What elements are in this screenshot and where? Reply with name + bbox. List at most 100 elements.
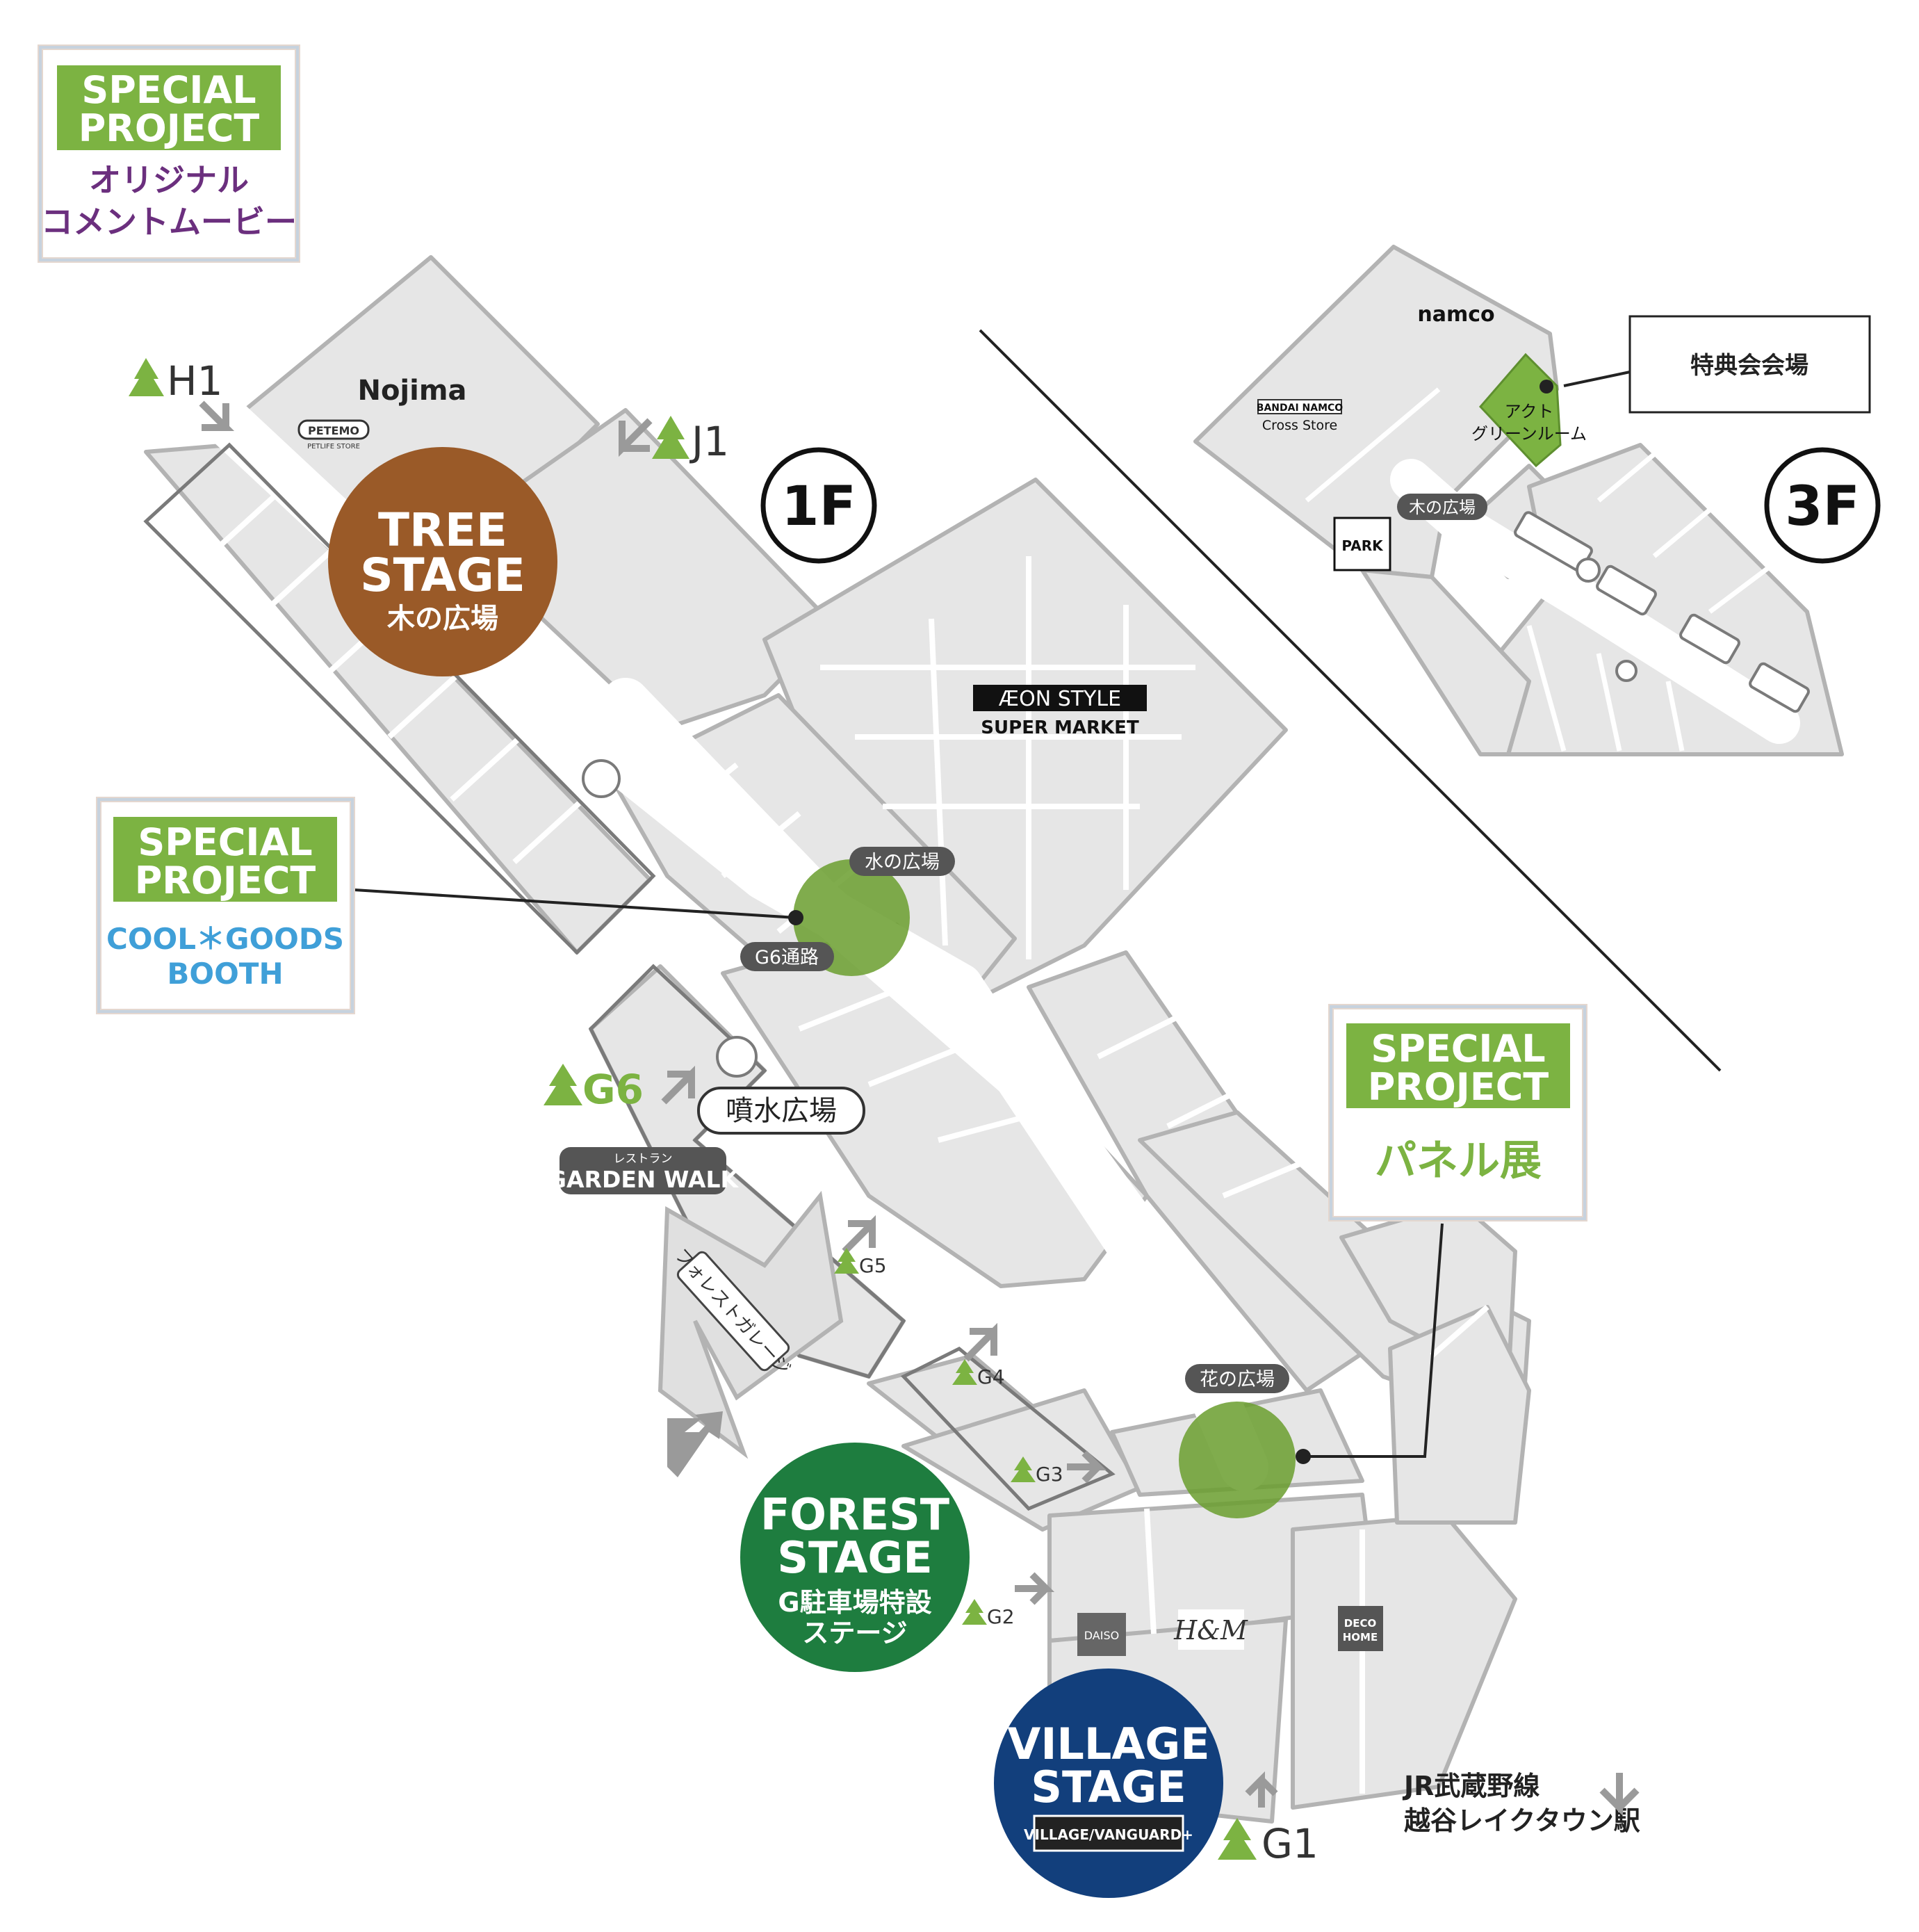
svg-text:STAGE: STAGE: [1031, 1762, 1186, 1812]
special-project-movie: SPECIAL PROJECT オリジナル コメントムービー: [38, 44, 300, 263]
svg-text:ステージ: ステージ: [802, 1618, 907, 1648]
floor-3f-kiosks: [1514, 511, 1810, 713]
svg-text:PROJECT: PROJECT: [1368, 1065, 1549, 1109]
svg-text:PETLIFE STORE: PETLIFE STORE: [307, 443, 360, 450]
svg-text:BOOTH: BOOTH: [167, 957, 283, 991]
svg-text:STAGE: STAGE: [777, 1532, 932, 1583]
peteno-logo: PETEMO PETLIFE STORE: [297, 419, 370, 450]
entrance-j1: J1: [619, 416, 729, 465]
tree-icon: [1218, 1818, 1257, 1860]
svg-text:レストラン: レストラン: [614, 1152, 673, 1166]
hm-logo: H&M: [1173, 1609, 1248, 1650]
arrow-icon: [1067, 1450, 1107, 1484]
svg-text:水の広場: 水の広場: [865, 852, 940, 873]
svg-text:噴水広場: 噴水広場: [726, 1095, 837, 1127]
svg-text:花の広場: 花の広場: [1200, 1369, 1275, 1390]
station-label: JR武蔵野線 越谷レイクタウン駅: [1402, 1771, 1640, 1836]
callout-dot: [788, 910, 803, 925]
park-logo: PARK: [1333, 517, 1391, 571]
plaza-label-g6-passage: G6通路: [740, 942, 834, 971]
floor-badge-3f: 3F: [1764, 447, 1881, 564]
svg-text:Cross Store: Cross Store: [1262, 418, 1337, 433]
tree-icon: [952, 1359, 977, 1385]
svg-text:VILLAGE: VILLAGE: [1007, 1719, 1209, 1769]
plaza-label-water: 水の広場: [849, 847, 955, 876]
svg-text:STAGE: STAGE: [360, 549, 525, 602]
svg-text:木の広場: 木の広場: [1409, 498, 1476, 517]
daiso-logo: DAISO: [1077, 1613, 1126, 1656]
flower-plaza-circle: [1179, 1402, 1296, 1518]
arrow-icon: [842, 1215, 876, 1254]
arrow-icon: [619, 418, 653, 457]
svg-text:オリジナル: オリジナル: [89, 161, 249, 199]
deco-home-logo: DECO HOME: [1338, 1606, 1383, 1651]
svg-text:3F: 3F: [1785, 476, 1860, 538]
garage-arrow-icon: [667, 1411, 723, 1477]
floor-1f-map: [144, 255, 1531, 1824]
svg-text:BANDAI NAMCO: BANDAI NAMCO: [1257, 403, 1344, 414]
plaza-label-tree-3f: 木の広場: [1397, 494, 1487, 520]
tree-icon: [544, 1064, 582, 1105]
svg-text:ÆON STYLE: ÆON STYLE: [999, 687, 1121, 711]
arrow-icon: [199, 400, 235, 431]
act-label-2: グリーンルーム: [1471, 424, 1587, 444]
floor-divider: [979, 329, 1722, 1072]
svg-text:G駐車場特設: G駐車場特設: [778, 1587, 931, 1618]
entrance-g3: G3: [1011, 1450, 1107, 1486]
svg-text:SUPER MARKET: SUPER MARKET: [981, 717, 1139, 738]
entrance-g6: G6: [544, 1064, 695, 1113]
arrow-down-icon: [1599, 1773, 1640, 1817]
svg-text:G3: G3: [1036, 1463, 1063, 1486]
svg-text:COOL＊GOODS: COOL＊GOODS: [106, 922, 344, 956]
svg-text:G2: G2: [987, 1605, 1015, 1628]
callout-lines: [354, 371, 1631, 1458]
arrow-icon: [661, 1065, 695, 1105]
svg-text:G4: G4: [977, 1365, 1005, 1388]
svg-text:HOME: HOME: [1343, 1631, 1378, 1643]
tree-icon: [652, 416, 689, 459]
nojima-logo: Nojima: [357, 375, 466, 407]
callout-dot: [1540, 380, 1553, 393]
plaza-label-fountain: 噴水広場: [697, 1087, 865, 1135]
svg-text:SPECIAL: SPECIAL: [81, 68, 256, 112]
column-marker: [582, 759, 621, 798]
village-stage: VILLAGE STAGE VILLAGE/VANGUARD+: [994, 1669, 1223, 1898]
svg-text:G1: G1: [1261, 1820, 1318, 1867]
special-project-cool-goods: SPECIAL PROJECT COOL＊GOODS BOOTH: [96, 797, 355, 1014]
svg-text:DECO: DECO: [1344, 1617, 1376, 1630]
svg-text:特典会会場: 特典会会場: [1690, 352, 1808, 380]
svg-text:1F: 1F: [781, 476, 856, 538]
tree-icon: [834, 1248, 859, 1274]
svg-text:H1: H1: [167, 357, 223, 405]
svg-text:PARK: PARK: [1341, 537, 1384, 554]
arrow-icon: [1015, 1572, 1055, 1605]
arrow-icon: [963, 1322, 997, 1362]
plaza-label-flower: 花の広場: [1185, 1364, 1289, 1393]
svg-text:VILLAGE/VANGUARD+: VILLAGE/VANGUARD+: [1024, 1826, 1193, 1843]
svg-text:TREE: TREE: [378, 503, 507, 557]
entrance-g4: G4: [952, 1322, 1005, 1388]
svg-text:SPECIAL: SPECIAL: [1371, 1027, 1545, 1071]
floor-3f-shop-lines: [1305, 387, 1795, 752]
forest-garage: フォレストガレージ: [658, 1190, 844, 1477]
bandai-namco-logo: BANDAI NAMCO Cross Store: [1257, 399, 1344, 433]
svg-text:G6: G6: [582, 1066, 644, 1113]
special-project-panel: SPECIAL PROJECT パネル展: [1328, 1004, 1587, 1221]
forest-stage: FOREST STAGE G駐車場特設 ステージ: [740, 1443, 970, 1672]
namco-logo: namco: [1417, 302, 1494, 327]
act-label-1: アクト: [1505, 402, 1554, 421]
svg-text:パネル展: パネル展: [1375, 1137, 1542, 1185]
svg-text:SPECIAL: SPECIAL: [138, 820, 312, 864]
floor-badge-1f: 1F: [760, 447, 877, 564]
entrance-h1: H1: [129, 357, 235, 431]
svg-text:PROJECT: PROJECT: [135, 859, 316, 902]
svg-text:JR武蔵野線: JR武蔵野線: [1402, 1771, 1540, 1801]
svg-text:G5: G5: [859, 1254, 887, 1277]
tree-stage: TREE STAGE 木の広場: [328, 447, 557, 676]
callout-dot: [1296, 1449, 1311, 1464]
svg-text:越谷レイクタウン駅: 越谷レイクタウン駅: [1404, 1805, 1640, 1836]
entrance-g5: G5: [834, 1215, 887, 1277]
svg-text:FOREST: FOREST: [760, 1489, 949, 1540]
svg-text:G6通路: G6通路: [755, 947, 819, 968]
svg-text:コメントムービー: コメントムービー: [41, 203, 297, 241]
